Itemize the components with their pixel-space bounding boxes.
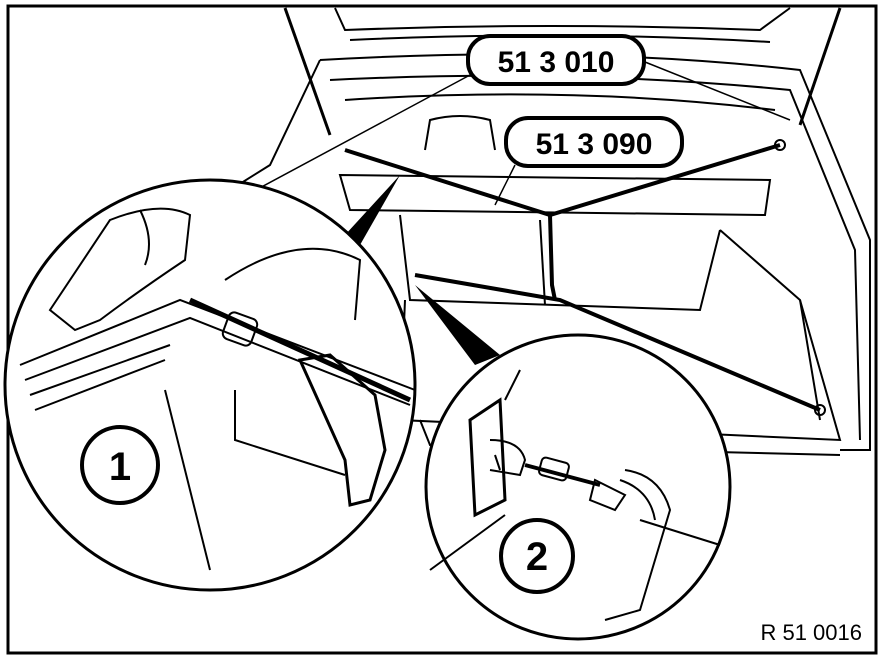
seat-divider: [539, 219, 546, 306]
detail-1-trim-2: [34, 359, 166, 411]
detail-2-line-top: [504, 369, 521, 401]
callout-part-b: 51 3 090: [504, 116, 684, 168]
tailgate-outline: [334, 7, 791, 32]
detail-2-line-bottom: [429, 514, 506, 571]
callout-part-a: 51 3 010: [466, 34, 646, 86]
detail-1-strap: [188, 297, 412, 403]
net-bottom-strap: [414, 273, 821, 412]
detail-2-hook: [489, 439, 527, 477]
detail-2-magnifier: 2: [424, 333, 732, 641]
detail-2-trim-inner: [619, 479, 656, 521]
detail-1-seat-curve: [224, 247, 362, 321]
left-gas-strut: [283, 7, 332, 136]
roof-anchor-right: [774, 139, 786, 151]
callout-part-a-label: 51 3 010: [498, 46, 615, 79]
detail-1-line: [164, 389, 211, 571]
detail-2-strap: [524, 463, 601, 487]
detail-1-buckle: [221, 311, 259, 347]
detail-1-bracket-detail: [139, 209, 150, 266]
detail-2-badge: [499, 518, 575, 594]
zoom-pointer-2: [415, 285, 500, 365]
leader-part-b: [494, 164, 516, 206]
roof-liner-line: [344, 93, 776, 111]
headrest-left: [424, 115, 496, 151]
detail-1-drawing: [19, 207, 416, 571]
callout-part-b-label: 51 3 090: [536, 128, 653, 161]
detail-2-end-fitting: [588, 478, 627, 512]
leader-part-a-right: [639, 59, 791, 121]
detail-1-shelf-edge-2: [24, 316, 411, 406]
floor-anchor-right: [814, 404, 826, 416]
right-side-wall: [719, 229, 821, 421]
detail-1-bracket: [48, 207, 192, 332]
detail-1-trim: [29, 344, 171, 396]
detail-1-panel: [234, 390, 346, 476]
right-gas-strut: [798, 7, 842, 126]
detail-2-trim-panel: [604, 469, 672, 621]
detail-1-badge: [80, 425, 160, 505]
detail-2-number: 2: [526, 535, 548, 579]
detail-1-number: 1: [109, 445, 131, 489]
detail-2-drawing: [429, 369, 721, 621]
rear-seat-back: [399, 214, 721, 312]
detail-2-line: [639, 519, 721, 546]
net-center-strap: [548, 214, 557, 301]
detail-2-mount-plate: [468, 397, 507, 518]
parcel-shelf: [338, 173, 772, 217]
detail-1-hook: [297, 353, 387, 507]
figure-reference: R 51 0016: [760, 620, 862, 645]
zoom-pointer-1: [345, 175, 400, 245]
detail-1-magnifier: 1: [3, 178, 417, 592]
detail-2-clip: [538, 456, 570, 482]
detail-2-hook-slot: [494, 454, 501, 471]
